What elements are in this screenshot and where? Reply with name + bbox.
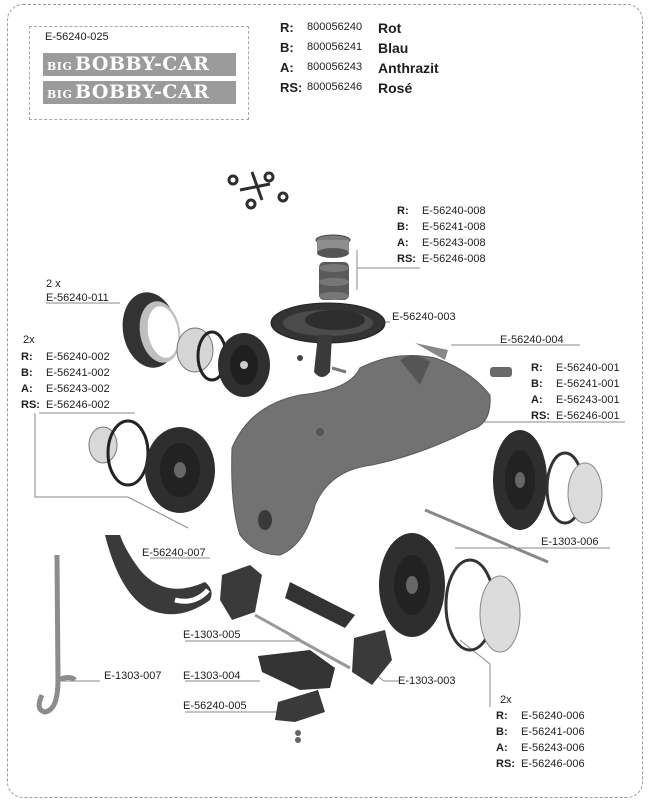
color-number: 800056240 (307, 21, 363, 33)
variant-key: B: (496, 726, 508, 738)
front-wheel-left-icon (88, 419, 215, 513)
page-frame (7, 4, 643, 798)
rear-wheel-right-icon (493, 430, 603, 530)
small-part-icon (415, 343, 512, 377)
decal-sheet: E-56240-025 BIG BOBBY-CAR BIG BOBBY-CAR (29, 26, 249, 120)
variant-value: E-56246-008 (422, 253, 486, 265)
tire-number: E-56240-011 (46, 292, 109, 304)
variant-key: R: (496, 710, 508, 722)
variant-key: RS: (397, 253, 416, 265)
steering-wheel-icon (270, 302, 386, 377)
axle-rod-number: E-1303-006 (541, 536, 599, 548)
push-handle-number: E-1303-007 (104, 670, 162, 682)
bumper-icon (105, 535, 212, 615)
decal-logo-small: BIG (47, 60, 73, 73)
front-wheel-icon (176, 327, 270, 397)
color-name: Blau (378, 40, 409, 56)
variant-value: E-56241-001 (556, 378, 620, 390)
variant-key: RS: (531, 410, 550, 422)
decal-logo-large: BOBBY-CAR (75, 81, 210, 103)
color-key: RS: (280, 80, 303, 95)
color-number: 800056246 (307, 81, 363, 93)
variant-value: E-56240-002 (46, 351, 110, 363)
variant-value: E-56246-001 (556, 410, 620, 422)
body-icon (231, 355, 491, 556)
variant-key: R: (531, 362, 543, 374)
variant-key: B: (21, 367, 33, 379)
front-wheel-qty: 2x (23, 334, 35, 346)
variant-value: E-56243-006 (521, 742, 585, 754)
decal-logo-2: BIG BOBBY-CAR (43, 81, 236, 104)
seal-icon (227, 171, 289, 210)
decal-logo-large: BOBBY-CAR (75, 53, 210, 75)
push-handle-icon (36, 554, 77, 715)
color-name: Anthrazit (378, 60, 439, 76)
variant-key: A: (397, 237, 409, 249)
variant-key: R: (397, 205, 409, 217)
variant-value: E-56243-001 (556, 394, 620, 406)
variant-value: E-56243-008 (422, 237, 486, 249)
axle-pin-number: E-1303-005 (183, 629, 241, 641)
variant-key: RS: (496, 758, 515, 770)
variant-key: A: (496, 742, 508, 754)
color-number: 800056243 (307, 61, 363, 73)
variant-value: E-56246-006 (521, 758, 585, 770)
variant-value: E-56243-002 (46, 383, 110, 395)
steering-wheel-number: E-56240-003 (392, 311, 456, 323)
variant-key: R: (21, 351, 33, 363)
rear-wheel-qty: 2x (500, 694, 512, 706)
decal-logo-small: BIG (47, 88, 73, 101)
color-name: Rosé (378, 80, 413, 96)
variant-key: RS: (21, 399, 40, 411)
steering-column-icon (315, 234, 351, 300)
axle-rod-icon (424, 508, 549, 564)
variant-value: E-56246-002 (46, 399, 110, 411)
variant-value: E-56241-006 (521, 726, 585, 738)
variant-key: B: (531, 378, 543, 390)
bumper-number: E-56240-007 (142, 547, 206, 559)
color-name: Rot (378, 20, 402, 36)
holder-clip-number: E-56240-005 (183, 700, 247, 712)
variant-key: A: (21, 383, 33, 395)
mount-parts-icon (220, 565, 392, 743)
tire-qty: 2 x (46, 278, 61, 290)
variant-key: B: (397, 221, 409, 233)
wheel-holder-number: E-1303-003 (398, 675, 456, 687)
color-key: A: (280, 60, 294, 75)
variant-value: E-56240-008 (422, 205, 486, 217)
color-number: 800056241 (307, 41, 363, 53)
rear-wheel-icon (379, 533, 521, 653)
variant-key: A: (531, 394, 543, 406)
steering-mount-number: E-1303-004 (183, 670, 241, 682)
variant-value: E-56241-002 (46, 367, 110, 379)
small-part-number: E-56240-004 (500, 334, 564, 346)
color-key: R: (280, 20, 294, 35)
color-key: B: (280, 40, 294, 55)
variant-value: E-56241-008 (422, 221, 486, 233)
variant-value: E-56240-006 (521, 710, 585, 722)
variant-value: E-56240-001 (556, 362, 620, 374)
tire-icon (122, 292, 181, 368)
decal-part-number: E-56240-025 (45, 31, 109, 43)
decal-logo-1: BIG BOBBY-CAR (43, 53, 236, 76)
